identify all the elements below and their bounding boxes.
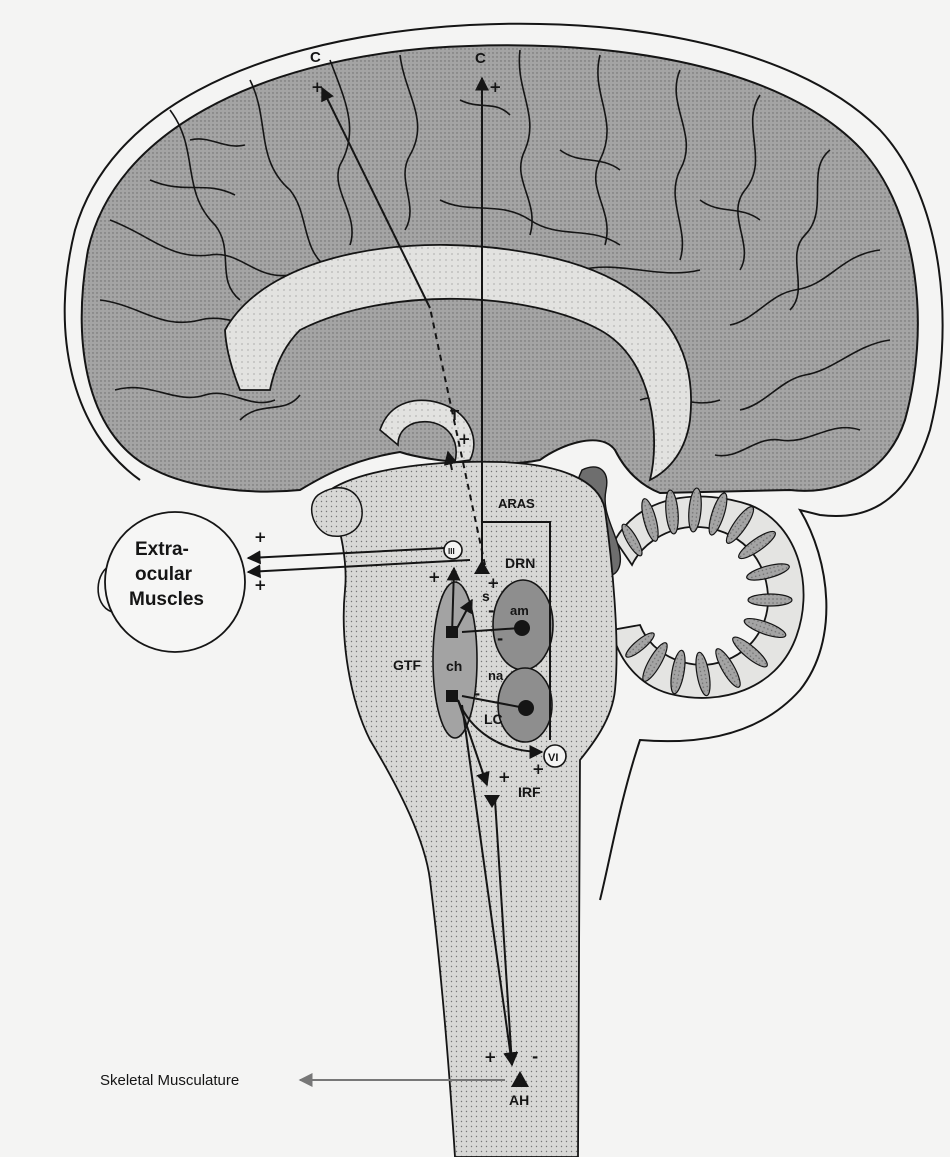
am-label: am — [510, 603, 529, 618]
sign-c-right: + — [489, 78, 502, 96]
drn-label: DRN — [505, 555, 535, 571]
ch-square-lower — [446, 690, 458, 702]
irf-label: IRF — [518, 784, 541, 800]
sign-ah-plus: + — [484, 1048, 497, 1066]
midbrain-tectum — [312, 488, 362, 536]
thalamus-label: T — [450, 407, 459, 424]
gtf-label: GTF — [393, 657, 421, 673]
extraocular-label-line2: ocular — [135, 564, 193, 585]
ah-label: AH — [509, 1092, 529, 1108]
lc-label: LC — [484, 711, 503, 727]
nucleus-vi-label: VI — [548, 752, 558, 764]
na-label: na — [488, 668, 504, 683]
sign-eye-top: + — [254, 528, 267, 546]
aras-label: ARAS — [498, 496, 535, 511]
sign-am-minus: - — [497, 630, 503, 648]
ch-square-upper — [446, 626, 458, 638]
sign-irf-plus: + — [498, 768, 511, 786]
sign-eye-bottom: + — [254, 576, 267, 594]
sign-gtf-top: + — [428, 568, 441, 586]
na-dot — [518, 700, 534, 716]
nucleus-iii-label: III — [448, 547, 455, 556]
sign-s-plus: + — [487, 574, 500, 592]
sign-s-minus: - — [488, 602, 494, 620]
skeletal-musculature-label: Skeletal Musculature — [100, 1072, 239, 1089]
ch-label: ch — [446, 658, 462, 674]
sign-t: + — [458, 430, 471, 448]
cortex-left-label: C — [310, 49, 321, 66]
cortex-right-label: C — [475, 50, 486, 67]
extraocular-label-line1: Extra- — [135, 539, 189, 560]
sign-vi-plus: + — [532, 760, 545, 778]
sign-na-minus: - — [474, 685, 480, 703]
extraocular-label-line3: Muscles — [129, 589, 204, 610]
am-dot — [514, 620, 530, 636]
sign-ah-minus: - — [532, 1048, 538, 1066]
sign-c-left: + — [311, 78, 324, 96]
